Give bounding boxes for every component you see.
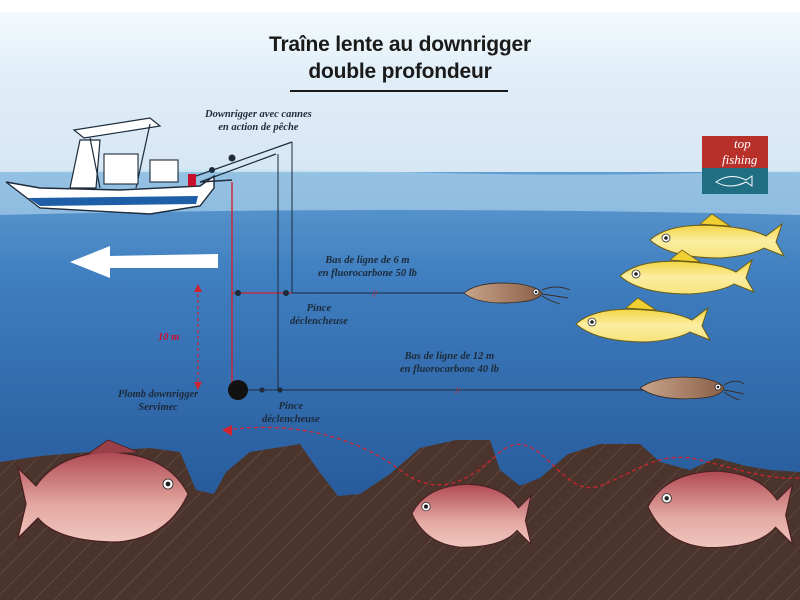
leader-12m-label: Bas de ligne de 12 m en fluorocarbone 40… [400,351,499,375]
downrigger-label: Downrigger avec cannes en action de pêch… [205,109,312,133]
logo-text-fishing: fishing [722,152,758,167]
top-fishing-logo [702,136,768,194]
seabed [0,440,800,600]
downrigger-weight [228,380,248,400]
yellow-fish-school [575,213,786,343]
logo-text-top: top [734,136,751,151]
title-line-1: Traîne lente au downrigger [268,33,532,56]
svg-text://: // [372,289,378,300]
leader-6m-label: Bas de ligne de 6 m en fluorocarbone 50 … [318,255,417,279]
lure-path-arrow [222,425,232,436]
downrigger-rods [195,141,293,183]
depth-label: 10 m [158,332,180,343]
lure-path [225,426,800,489]
release-clip-label-1: Pince déclencheuse [290,303,348,327]
title-line-2: double profondeur [308,60,492,83]
weight-label: Plomb downrigger Servimec [118,389,199,413]
depth-marker [194,284,202,390]
squid-lure-2 [639,376,745,401]
release-clip-label-2: Pince déclencheuse [262,401,320,425]
squid-lure-1 [463,282,571,305]
bream-fish-1 [16,439,189,543]
bream-fish-2 [411,483,532,548]
bream-fish-3 [647,470,794,549]
boat [5,117,233,215]
fishing-lines: // // [228,142,646,400]
direction-arrow [70,246,218,278]
svg-text://: // [455,386,461,397]
